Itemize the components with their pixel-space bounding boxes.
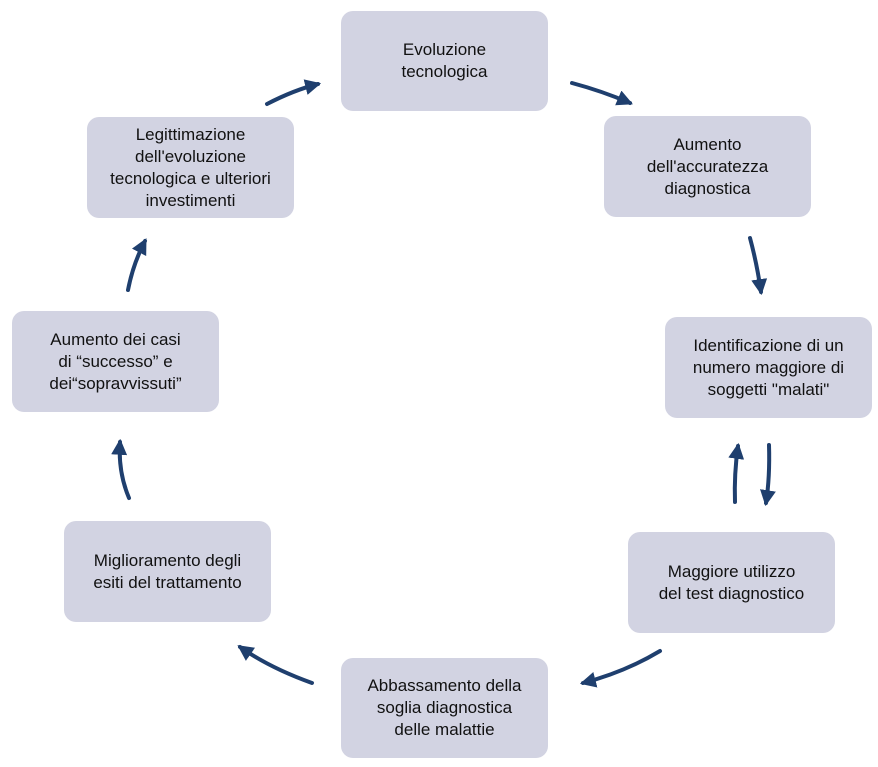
- node-line: Evoluzione: [402, 40, 487, 59]
- node-line: tecnologica: [401, 62, 488, 81]
- node-line: Aumento dei casi: [50, 329, 181, 349]
- node-line: delle malattie: [394, 720, 495, 739]
- arrow-miglioramento-to-casi: [111, 438, 131, 500]
- node-line: numero maggiore di: [692, 357, 845, 377]
- node-line: di “successo” e: [58, 351, 173, 371]
- arrow-utilizzo-to-identificazione: [728, 442, 745, 504]
- node-line: soglia diagnostica: [376, 698, 513, 717]
- node-aumento-casi: Aumento dei casi di “successo” e dei“sop…: [12, 311, 219, 412]
- node-line: Aumento: [673, 134, 742, 154]
- node-identificazione: Identificazione di un numero maggiore di…: [665, 317, 872, 418]
- node-line: esiti del trattamento: [93, 572, 242, 592]
- arrow-evoluzione-to-accuratezza: [570, 81, 633, 106]
- node-line: investimenti: [145, 190, 236, 210]
- node-legittimazione: Legittimazione dell'evoluzione tecnologi…: [87, 117, 294, 218]
- node-aumento-accuratezza: Aumento dell'accuratezza diagnostica: [604, 116, 811, 217]
- node-evoluzione-tecnologica: Evoluzione tecnologica: [341, 11, 548, 111]
- arrow-utilizzo-to-abbassamento: [579, 649, 662, 688]
- node-line: dell'accuratezza: [646, 156, 769, 176]
- arrow-accuratezza-to-identificazione: [748, 236, 768, 296]
- arrow-casi-to-legittimazione: [126, 238, 147, 292]
- node-line: diagnostica: [664, 178, 751, 198]
- node-line: del test diagnostico: [658, 583, 805, 603]
- arrow-legittimazione-to-evoluzione: [265, 79, 322, 106]
- node-miglioramento-esiti: Miglioramento degli esiti del trattament…: [64, 521, 271, 622]
- node-line: Abbassamento della: [367, 676, 522, 695]
- node-line: Maggiore utilizzo: [667, 561, 796, 581]
- arrow-abbassamento-to-miglioramento: [237, 645, 314, 685]
- node-line: dei“sopravvissuti”: [49, 373, 182, 393]
- node-line: Legittimazione: [135, 124, 246, 144]
- node-maggiore-utilizzo: Maggiore utilizzo del test diagnostico: [628, 532, 835, 633]
- node-line: dell'evoluzione: [135, 146, 246, 166]
- node-line: tecnologica e ulteriori: [110, 168, 271, 188]
- node-line: Miglioramento degli: [93, 550, 242, 570]
- node-line: soggetti "malati": [707, 379, 830, 399]
- node-abbassamento-soglia: Abbassamento della soglia diagnostica de…: [341, 658, 548, 758]
- node-line: Identificazione di un: [693, 335, 844, 355]
- arrow-identificazione-to-utilizzo: [760, 443, 776, 507]
